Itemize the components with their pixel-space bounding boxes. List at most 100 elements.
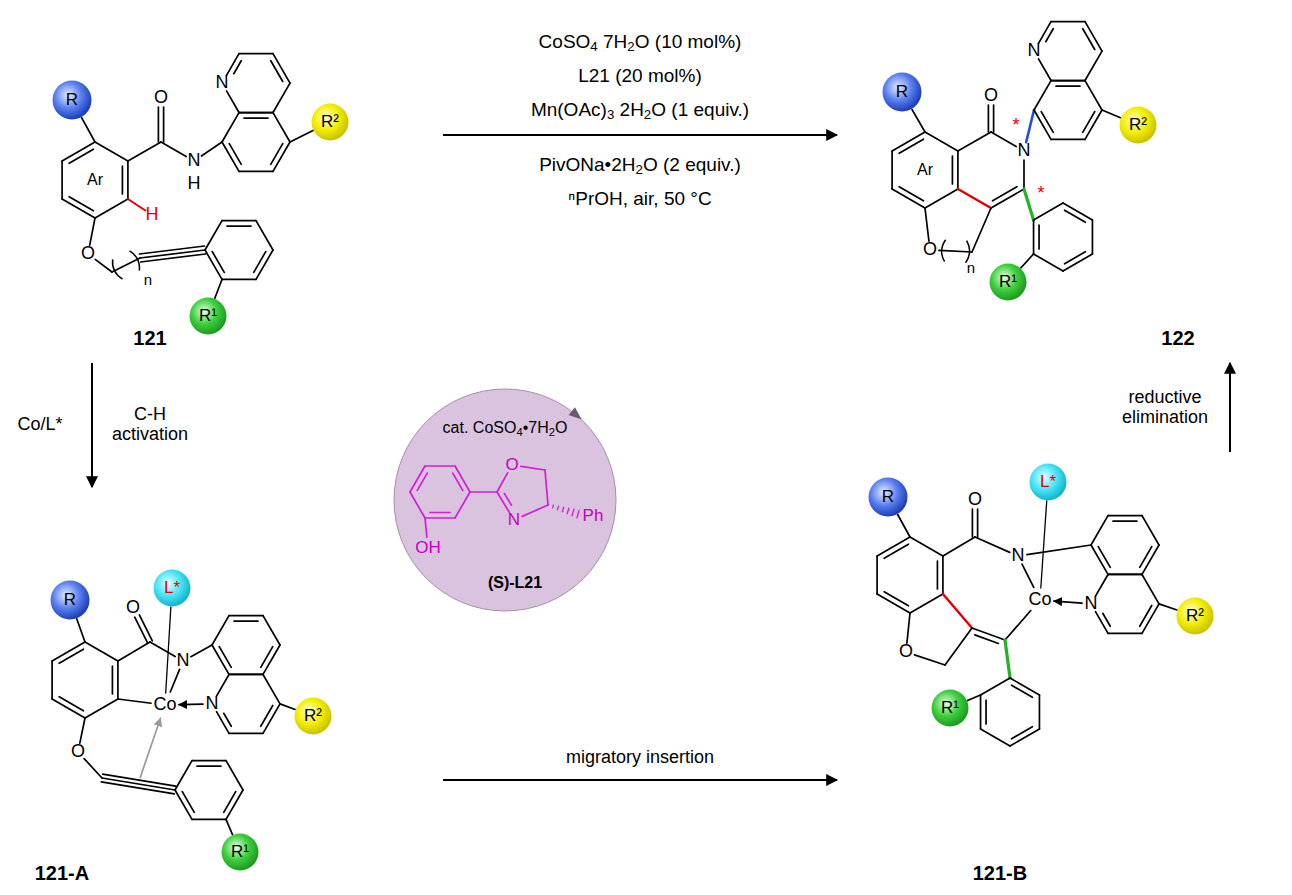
ligand-structure — [410, 466, 579, 537]
step-label: reductive elimination — [1115, 388, 1215, 428]
bond-line — [77, 619, 85, 642]
atom-label: N — [188, 151, 201, 171]
text-run: 2 — [636, 162, 643, 177]
bond-line — [263, 674, 280, 703]
hashed-bond — [562, 507, 563, 512]
ball-fill — [190, 298, 227, 335]
bond-line — [61, 161, 63, 199]
bond-line — [290, 130, 313, 142]
bond-line — [215, 279, 222, 298]
substituent-ball: R — [868, 477, 908, 517]
bond-line — [1102, 110, 1120, 118]
bond-line — [915, 655, 945, 665]
bond-line — [219, 647, 231, 668]
bond-line — [972, 509, 974, 537]
text-run: 4 — [590, 39, 597, 54]
bond-line — [1041, 112, 1053, 133]
substituent-label: L* — [164, 579, 180, 598]
repeat-bracket — [113, 259, 123, 279]
bond-line — [90, 218, 95, 245]
structure-region: 121-ARL*R²R¹ — [15, 490, 440, 890]
atom-label: N — [1012, 546, 1025, 566]
reaction-arrow — [1229, 363, 1231, 452]
bond-line — [273, 113, 290, 142]
compound-number: 121 — [133, 327, 166, 349]
text-run: 2 — [644, 107, 651, 122]
atom-label: N — [216, 73, 229, 93]
bond-line — [925, 189, 958, 208]
bond-line — [957, 151, 959, 189]
bond-line — [1038, 225, 1040, 249]
bond-line — [1083, 112, 1095, 133]
substituent-ball: R¹ — [189, 297, 227, 335]
bond-line — [1085, 81, 1102, 110]
atom-label: O — [984, 86, 998, 106]
bond-line — [952, 156, 954, 184]
bond-line — [227, 225, 251, 227]
bond-line — [1005, 640, 1010, 678]
bond-line — [95, 199, 128, 218]
catalyst-circle: cat. CoSO4•7H2OONPhOH(S)-L21 — [393, 388, 617, 612]
text-run: 3 — [607, 107, 614, 122]
step-label: C-H activation — [100, 405, 200, 445]
bond-line — [95, 259, 112, 272]
reaction-condition: ⁿPrOH, air, 50 °C — [568, 189, 711, 210]
bond-line — [263, 616, 280, 645]
text-run: CoSO — [539, 31, 591, 52]
text-run: O — [555, 419, 567, 436]
bond-line — [161, 142, 186, 157]
bond-line — [1039, 695, 1041, 729]
bond-line — [939, 250, 972, 252]
atom-label: * — [1037, 184, 1044, 204]
atom-label: N — [1018, 141, 1031, 161]
text-run: 2 — [549, 426, 555, 438]
bond-line — [140, 246, 205, 254]
bond-line — [128, 199, 145, 211]
bond-line — [82, 118, 95, 142]
bond-line — [1026, 110, 1034, 142]
bond-line — [239, 112, 273, 114]
bond-line — [1034, 254, 1063, 271]
bond-line — [191, 645, 212, 657]
bond-line — [958, 132, 991, 151]
bond-line — [1051, 80, 1085, 82]
substituent-ball: R¹ — [989, 263, 1027, 301]
bond-line — [69, 149, 93, 163]
bond-line — [981, 729, 1010, 746]
bond-line — [222, 220, 256, 222]
coordination-arrow — [140, 718, 160, 777]
bond-line — [470, 491, 497, 493]
substituent-label: R² — [321, 113, 339, 132]
bond-line — [410, 466, 425, 492]
bond-line — [1140, 605, 1152, 626]
reaction-condition: CoSO4 7H2O (10 mol%) — [539, 32, 742, 53]
bond-line — [925, 208, 929, 241]
bond-line — [958, 189, 991, 208]
bond-line — [163, 107, 165, 142]
reaction-arrow — [91, 363, 93, 487]
bond-line — [1023, 160, 1025, 189]
bond-line — [234, 61, 242, 74]
bond-line — [197, 765, 221, 767]
bond-line — [227, 54, 240, 76]
bond-line — [1056, 85, 1080, 87]
bond-line — [899, 187, 923, 201]
bond-line — [1142, 516, 1159, 545]
bond-line — [972, 208, 991, 252]
coordination-arrow — [179, 703, 203, 705]
substituent-label: L* — [1040, 473, 1056, 492]
atom-label: O — [126, 598, 140, 618]
coordination-arrow — [1054, 601, 1082, 603]
ball-fill — [883, 73, 922, 112]
bond-line — [135, 617, 148, 643]
bond-line — [192, 760, 226, 762]
reaction-arrow — [443, 779, 837, 781]
bond-line — [925, 132, 958, 151]
catalyst-text: O — [505, 456, 518, 475]
text-run: 2H — [614, 99, 644, 120]
atom-label: O — [71, 742, 85, 762]
bond-line — [1096, 612, 1109, 634]
bond-line — [1108, 515, 1142, 517]
substituent-label: R¹ — [231, 843, 249, 862]
hashed-bond — [552, 505, 554, 508]
